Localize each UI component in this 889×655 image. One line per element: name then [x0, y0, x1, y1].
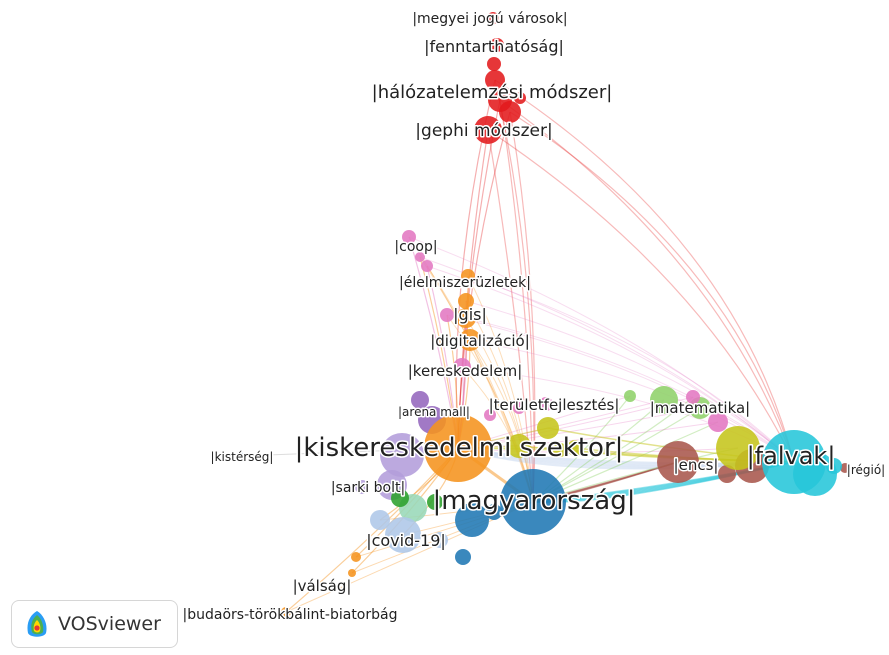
network-node[interactable]: [415, 252, 425, 262]
network-node[interactable]: [793, 452, 837, 496]
network-node[interactable]: [650, 386, 678, 414]
network-node[interactable]: [537, 417, 559, 439]
network-node[interactable]: [461, 269, 475, 283]
network-node[interactable]: [459, 329, 481, 351]
network-node[interactable]: [500, 469, 566, 535]
node-label-megyei-jogu-varosok[interactable]: |megyei jogú városok|: [411, 10, 569, 29]
network-link: [494, 79, 795, 463]
network-node[interactable]: [484, 409, 496, 421]
node-label-valsag[interactable]: |válság|: [291, 576, 353, 597]
network-link: [419, 256, 795, 463]
node-label-matematika[interactable]: |matematika|: [648, 398, 752, 419]
network-node[interactable]: [421, 260, 433, 272]
network-node[interactable]: [485, 70, 505, 90]
network-node[interactable]: [718, 465, 736, 483]
network-node[interactable]: [514, 92, 526, 104]
network-link: [446, 314, 795, 463]
network-link: [465, 317, 795, 463]
network-node[interactable]: [486, 504, 502, 520]
network-node[interactable]: [348, 569, 356, 577]
network-link: [494, 79, 535, 503]
node-label-teruletfejlesztes[interactable]: |területfejlesztés|: [487, 395, 621, 416]
node-label-kereskedelem[interactable]: |kereskedelem|: [406, 361, 524, 382]
node-label-regio[interactable]: |régió|: [845, 462, 886, 479]
network-node[interactable]: [826, 458, 842, 474]
network-node[interactable]: [539, 397, 553, 411]
node-label-covid-19[interactable]: |covid-19|: [365, 530, 448, 552]
network-link: [467, 275, 795, 463]
network-node[interactable]: [474, 116, 502, 144]
network-node[interactable]: [456, 308, 476, 328]
node-label-halozatelemzesi-modszer[interactable]: |hálózatelemzési módszer|: [370, 81, 614, 105]
node-label-elelmiszeruzletek[interactable]: |élelmiszerüzletek|: [398, 274, 533, 293]
network-node[interactable]: [236, 452, 244, 460]
network-link: [487, 129, 795, 463]
network-labels: |megyei jogú városok| |fenntarthatóság| |h…: [181, 10, 887, 625]
vosviewer-logo-icon: [27, 611, 47, 637]
node-label-gis[interactable]: |gis|: [452, 304, 489, 326]
network-node[interactable]: [487, 12, 499, 24]
network-node[interactable]: [351, 552, 361, 562]
network-nodes: [236, 12, 850, 617]
network-node[interactable]: [624, 390, 636, 402]
network-node[interactable]: [507, 434, 531, 458]
network-node[interactable]: [513, 402, 525, 414]
node-label-fenntarthatosag[interactable]: |fenntarthatóság|: [423, 36, 566, 58]
network-node[interactable]: [490, 38, 504, 52]
network-node[interactable]: [440, 308, 454, 322]
network-link: [457, 129, 489, 449]
network-node[interactable]: [567, 440, 583, 456]
network-node[interactable]: [453, 358, 471, 376]
network-node[interactable]: [499, 101, 521, 123]
network-link: [465, 300, 795, 463]
network-link: [509, 111, 795, 463]
node-label-budaors[interactable]: |budaörs-törökbálint-biatorbág: [181, 606, 399, 625]
network-node[interactable]: [432, 532, 448, 548]
network-node[interactable]: [355, 480, 369, 494]
network-node[interactable]: [370, 510, 390, 530]
network-node[interactable]: [455, 549, 471, 565]
node-label-falvak[interactable]: |falvak|: [745, 441, 837, 472]
network-node[interactable]: [840, 463, 850, 473]
network-node[interactable]: [281, 607, 291, 617]
node-label-arena-mall[interactable]: |arena mall|: [397, 404, 472, 421]
network-node[interactable]: [402, 230, 416, 244]
node-label-sarki-bolt[interactable]: |sarki bolt|: [329, 479, 406, 498]
node-label-kiskereskedelmi-szektor[interactable]: |kiskereskedelmi szektor|: [293, 432, 625, 465]
network-node[interactable]: [391, 489, 409, 507]
network-node[interactable]: [380, 433, 424, 477]
node-label-encs[interactable]: |encs|: [672, 455, 720, 476]
vosviewer-brand-badge: VOSviewer: [11, 600, 178, 648]
network-link: [457, 111, 511, 449]
node-label-gephi-modszer[interactable]: |gephi módszer|: [414, 120, 554, 143]
network-node[interactable]: [657, 441, 699, 483]
network-link: [426, 265, 534, 503]
network-node[interactable]: [686, 390, 700, 404]
network-node[interactable]: [458, 293, 474, 309]
network-node[interactable]: [411, 391, 429, 409]
network-node[interactable]: [385, 517, 421, 553]
network-link: [408, 236, 795, 463]
network-node[interactable]: [708, 412, 728, 432]
network-node[interactable]: [427, 494, 443, 510]
network-link: [499, 99, 795, 463]
network-link: [419, 256, 534, 503]
brand-name: VOSviewer: [58, 613, 161, 635]
network-node[interactable]: [716, 426, 760, 470]
node-label-digitalizacio[interactable]: |digitalizáció|: [429, 331, 532, 352]
network-node[interactable]: [487, 57, 501, 71]
network-link: [426, 265, 795, 463]
network-node[interactable]: [424, 414, 492, 482]
network-node[interactable]: [553, 443, 567, 457]
node-label-kisterseg[interactable]: |kistérség|: [209, 449, 275, 466]
node-label-magyarorszag[interactable]: |magyarország|: [431, 485, 637, 518]
network-node[interactable]: [455, 503, 489, 537]
node-label-coop[interactable]: |coop|: [393, 238, 439, 257]
